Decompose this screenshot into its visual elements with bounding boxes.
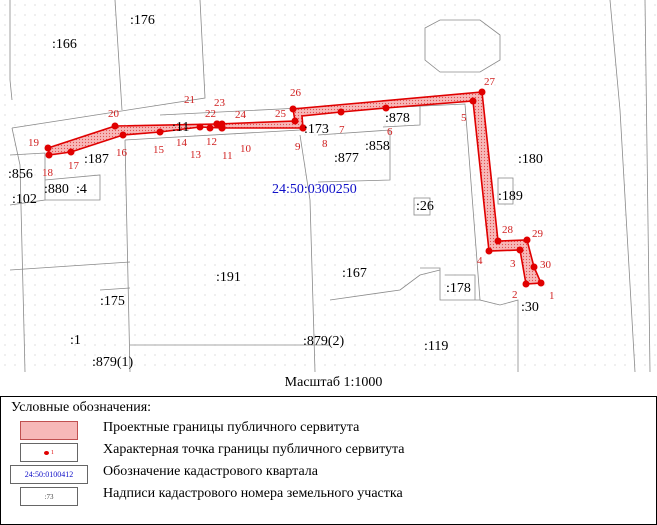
legend-text: Надписи кадастрового номера земельного у… bbox=[103, 486, 403, 501]
point-label: 9 bbox=[295, 141, 301, 153]
servitude-point-17 bbox=[67, 148, 75, 156]
legend-row-quarter: 24:50:0100412 Обозначение кадастрового к… bbox=[1, 464, 656, 486]
servitude-point-24 bbox=[218, 123, 226, 131]
point-label: 17 bbox=[68, 160, 80, 172]
point-label: 6 bbox=[387, 126, 393, 138]
point-label: 20 bbox=[108, 108, 120, 120]
servitude-point-29 bbox=[523, 236, 531, 244]
servitude-point-6 bbox=[382, 104, 390, 112]
parcel-label: :102 bbox=[12, 192, 37, 207]
servitude-point-20 bbox=[111, 122, 119, 130]
parcel-label: :178 bbox=[446, 281, 471, 296]
parcel-label: :173 bbox=[304, 122, 329, 137]
legend: Условные обозначения: Проектные границы … bbox=[0, 396, 657, 525]
point-label: 30 bbox=[540, 259, 552, 271]
parcel-label: :877 bbox=[334, 151, 359, 166]
point-label: 14 bbox=[176, 137, 188, 149]
point-label: 19 bbox=[28, 137, 40, 149]
point-symbol: 1 bbox=[20, 443, 78, 462]
servitude-point-28 bbox=[494, 237, 502, 245]
point-label: 10 bbox=[240, 143, 252, 155]
servitude-point-7 bbox=[337, 108, 345, 116]
parcel-label: :180 bbox=[518, 152, 543, 167]
legend-text: Характерная точка границы публичного сер… bbox=[103, 442, 405, 457]
parcel-label: :1 bbox=[70, 333, 81, 348]
point-dot-icon bbox=[44, 450, 50, 455]
servitude-point-4 bbox=[485, 247, 493, 255]
point-label: 21 bbox=[184, 94, 195, 106]
point-label: 27 bbox=[484, 76, 496, 88]
parcel-label: :879(2) bbox=[303, 334, 345, 349]
parcel-label: :11 bbox=[172, 120, 189, 135]
map-scale: Масштаб 1:1000 bbox=[284, 375, 383, 390]
point-label: 5 bbox=[461, 112, 467, 124]
quarter-symbol: 24:50:0100412 bbox=[10, 465, 88, 484]
servitude-points bbox=[44, 88, 545, 288]
servitude-point-5 bbox=[469, 97, 477, 105]
servitude-area-swatch bbox=[20, 421, 78, 440]
point-label: 25 bbox=[275, 108, 287, 120]
legend-text: Проектные границы публичного сервитута bbox=[103, 420, 360, 435]
parcel-label: :189 bbox=[498, 189, 523, 204]
point-label: 2 bbox=[512, 289, 518, 301]
cadastral-quarter-label: 24:50:0300250 bbox=[272, 182, 357, 197]
legend-row-parcel: :73 Надписи кадастрового номера земельно… bbox=[1, 486, 656, 508]
point-label: 29 bbox=[532, 228, 544, 240]
servitude-point-18 bbox=[45, 151, 53, 159]
servitude-point-2 bbox=[522, 280, 530, 288]
servitude-point-19 bbox=[44, 144, 52, 152]
servitude-point-26 bbox=[289, 105, 297, 113]
parcel-label: :858 bbox=[365, 139, 390, 154]
servitude-point-1 bbox=[537, 279, 545, 287]
point-label: 16 bbox=[116, 147, 128, 159]
parcel-boundaries bbox=[9, 0, 651, 372]
servitude-point-27 bbox=[478, 88, 486, 96]
point-label: 7 bbox=[339, 124, 345, 136]
point-label: 24 bbox=[235, 109, 247, 121]
point-label: 15 bbox=[153, 144, 165, 156]
servitude-point-9 bbox=[299, 124, 307, 132]
grid bbox=[0, 0, 657, 372]
point-label: 18 bbox=[42, 167, 54, 179]
servitude-point-25 bbox=[291, 117, 299, 125]
servitude-point-3 bbox=[516, 246, 524, 254]
servitude-point-15 bbox=[156, 128, 164, 136]
point-label: 23 bbox=[214, 97, 226, 109]
parcel-label: :880 bbox=[44, 182, 69, 197]
parcel-symbol: :73 bbox=[20, 487, 78, 506]
parcel-label: :187 bbox=[84, 152, 109, 167]
point-label: 4 bbox=[477, 255, 483, 267]
parcel-label: :856 bbox=[8, 167, 33, 182]
point-symbol-label: 1 bbox=[51, 449, 54, 456]
servitude-point-14 bbox=[196, 123, 204, 131]
servitude-point-30 bbox=[530, 263, 538, 271]
point-label: 1 bbox=[549, 290, 555, 302]
point-label: 28 bbox=[502, 224, 514, 236]
servitude-point-13 bbox=[206, 124, 214, 132]
point-label: 8 bbox=[322, 138, 328, 150]
parcel-label: :167 bbox=[342, 266, 367, 281]
parcel-label: :878 bbox=[385, 111, 410, 126]
parcel-label: :166 bbox=[52, 37, 77, 52]
legend-row-point: 1 Характерная точка границы публичного с… bbox=[1, 442, 656, 464]
point-label: 26 bbox=[290, 87, 302, 99]
point-label: 13 bbox=[190, 149, 202, 161]
servitude-point-16 bbox=[119, 131, 127, 139]
legend-text: Обозначение кадастрового квартала bbox=[103, 464, 318, 479]
legend-row-servitude: Проектные границы публичного сервитута bbox=[1, 420, 656, 442]
parcel-label: :4 bbox=[76, 182, 87, 197]
point-label: 11 bbox=[222, 150, 233, 162]
point-label: 12 bbox=[206, 136, 217, 148]
parcel-label: :30 bbox=[521, 300, 539, 315]
legend-title: Условные обозначения: bbox=[11, 400, 152, 415]
parcel-label: :176 bbox=[130, 13, 155, 28]
parcel-label: :191 bbox=[216, 270, 241, 285]
parcel-label: :879(1) bbox=[92, 355, 134, 370]
parcel-label: :119 bbox=[424, 339, 448, 354]
parcel-label: :26 bbox=[416, 199, 434, 214]
parcel-label: :175 bbox=[100, 294, 125, 309]
point-label: 22 bbox=[205, 108, 216, 120]
point-label: 3 bbox=[510, 258, 516, 270]
